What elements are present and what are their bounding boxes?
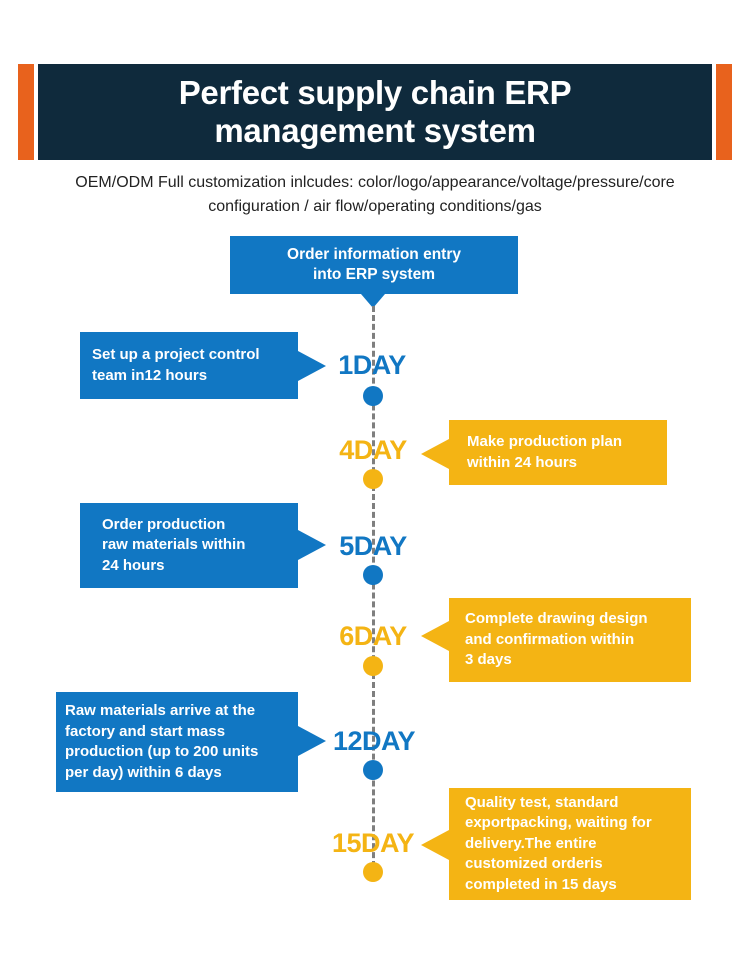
title-banner: Perfect supply chain ERP management syst… (38, 64, 712, 160)
step-12day-text: Raw materials arrive at the factory and … (65, 702, 259, 781)
timeline-dot-15day (363, 862, 383, 882)
start-step-pointer (361, 294, 385, 308)
day-label-1day: 1DAY (338, 350, 406, 380)
step-15day-text: Quality test, standard exportpacking, wa… (465, 793, 652, 893)
start-step-box: Order information entry into ERP system (230, 236, 518, 294)
step-15day-arrow (421, 830, 449, 860)
step-5day-text: Order production raw materials within 24… (102, 515, 246, 574)
step-4day-box: Make production plan within 24 hours (449, 420, 667, 485)
day-label-12day: 12DAY (332, 726, 416, 756)
timeline-dashed-line (372, 306, 375, 876)
timeline-dot-4day (363, 469, 383, 489)
step-6day-box: Complete drawing design and confirmation… (449, 598, 691, 682)
customization-subtitle: OEM/ODM Full customization inlcudes: col… (75, 174, 675, 215)
timeline-dot-5day (363, 565, 383, 585)
right-accent-bar (716, 64, 732, 160)
timeline-dot-6day (363, 656, 383, 676)
step-5day-arrow (298, 530, 326, 560)
day-label-6day: 6DAY (339, 621, 407, 651)
step-1day-arrow (298, 351, 326, 381)
day-label-5day: 5DAY (339, 531, 407, 561)
timeline-dot-1day (363, 386, 383, 406)
timeline-dot-12day (363, 760, 383, 780)
page-title: Perfect supply chain ERP management syst… (178, 74, 572, 149)
step-6day-text: Complete drawing design and confirmation… (465, 610, 648, 669)
step-1day-box: Set up a project control team in12 hours (80, 332, 298, 399)
left-accent-bar (18, 64, 34, 160)
day-label-4day: 4DAY (339, 435, 407, 465)
step-15day-box: Quality test, standard exportpacking, wa… (449, 788, 691, 900)
step-12day-arrow (298, 726, 326, 756)
day-label-15day: 15DAY (331, 828, 415, 858)
step-12day-box: Raw materials arrive at the factory and … (56, 692, 298, 792)
step-4day-text: Make production plan within 24 hours (467, 433, 623, 471)
step-5day-box: Order production raw materials within 24… (80, 503, 298, 588)
step-4day-arrow (421, 439, 449, 469)
step-1day-text: Set up a project control team in12 hours (92, 346, 260, 384)
step-6day-arrow (421, 621, 449, 651)
